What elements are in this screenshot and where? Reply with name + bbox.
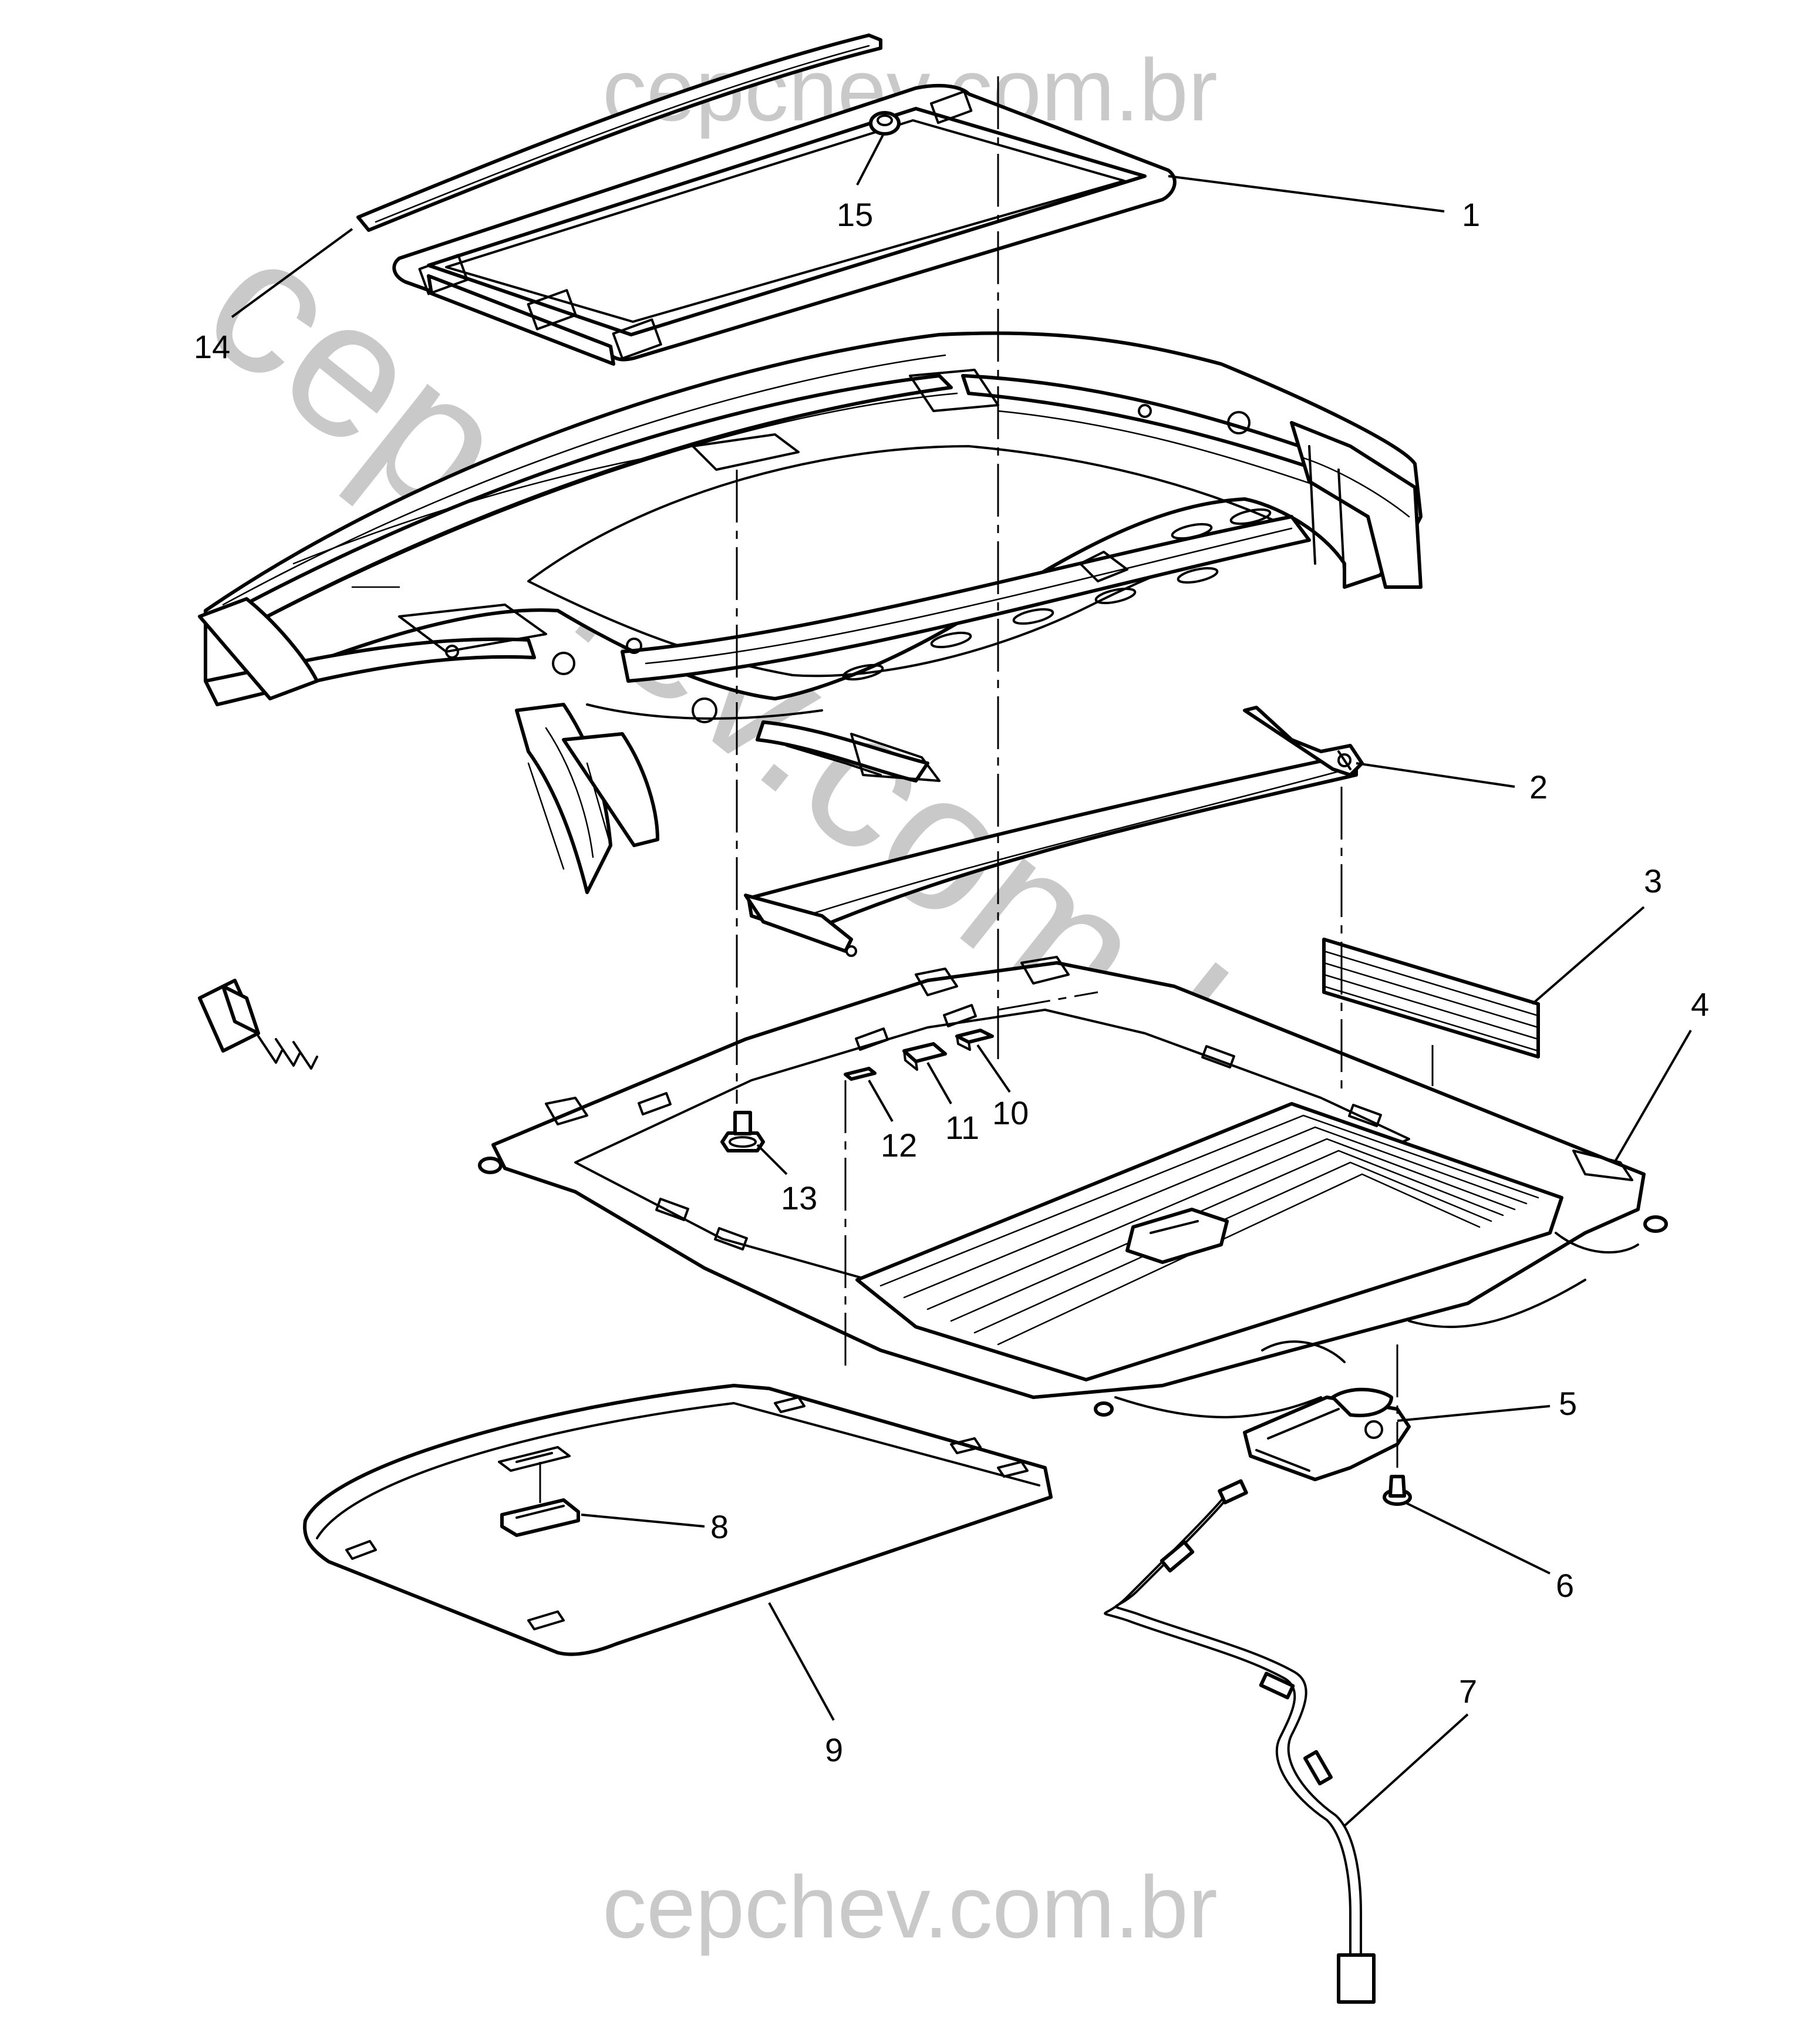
part-12-clip: [844, 1067, 877, 1081]
callout-10: 10: [992, 1094, 1029, 1131]
part-7-wiring-harness: [1104, 1479, 1376, 2004]
callout-5: 5: [1559, 1385, 1577, 1422]
callout-11: 11: [945, 1109, 979, 1146]
part-9-sunshade-panel: [303, 1384, 1053, 1656]
part-11-pad: [902, 1042, 947, 1071]
callout-12: 12: [881, 1127, 917, 1164]
part-3-seal-strips: [1322, 938, 1540, 1059]
callout-9: 9: [825, 1731, 843, 1768]
callout-7: 7: [1459, 1673, 1477, 1710]
callout-2: 2: [1529, 769, 1548, 805]
part-4-sunroof-module-frame: [478, 956, 1668, 1418]
watermark-bottom: cepchev.com.br: [602, 1858, 1218, 1956]
part-13-bolt: [720, 1111, 765, 1152]
part-6-screw: [1383, 1475, 1412, 1506]
callout-4: 4: [1691, 986, 1709, 1023]
part-14-roof-drip-strip: [356, 33, 882, 232]
callout-15: 15: [837, 196, 873, 233]
callout-13: 13: [781, 1179, 817, 1216]
center-line-1b: [997, 991, 1098, 1011]
front-direction-arrow-icon: [198, 979, 318, 1070]
part-8-sunshade-handle: [498, 1446, 580, 1537]
part-5-sunroof-motor: [1243, 1387, 1411, 1481]
callout-14: 14: [194, 328, 230, 365]
callout-1: 1: [1462, 196, 1480, 233]
part-2-wind-deflector: [744, 706, 1364, 957]
part-10-clip: [955, 1029, 994, 1051]
callout-8: 8: [710, 1508, 729, 1545]
part-1-sunroof-window-frame-seal: [392, 83, 1177, 366]
callout-6: 6: [1556, 1567, 1574, 1604]
part-15-nut: [869, 111, 901, 136]
roof-body-structure: [198, 331, 1423, 894]
callout-3: 3: [1644, 862, 1662, 899]
